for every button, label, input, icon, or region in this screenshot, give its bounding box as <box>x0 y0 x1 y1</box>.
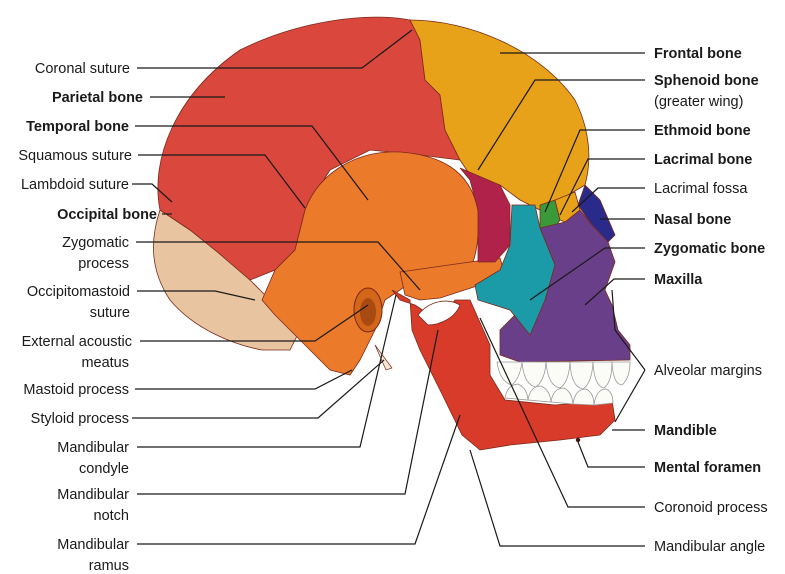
label-coronoid-process: Coronoid process <box>654 500 768 516</box>
label-frontal-bone: Frontal bone <box>654 46 742 62</box>
right-labels: Frontal bone Sphenoid bone (greater wing… <box>654 46 768 555</box>
label-sphenoid-greater-wing: (greater wing) <box>654 94 743 110</box>
label-sphenoid-bone: Sphenoid bone <box>654 73 759 89</box>
label-squamous-suture: Squamous suture <box>18 148 132 164</box>
label-parietal-bone: Parietal bone <box>52 90 143 106</box>
label-nasal-bone: Nasal bone <box>654 212 731 228</box>
label-temporal-bone: Temporal bone <box>26 119 129 135</box>
label-external-acoustic-meatus-line2: meatus <box>81 355 129 371</box>
left-labels: Coronal suture Parietal bone Temporal bo… <box>18 61 157 574</box>
label-mandibular-angle: Mandibular angle <box>654 539 765 555</box>
label-mandibular-notch: Mandibular <box>57 487 129 503</box>
leader-mandibular-angle <box>470 450 645 546</box>
label-lambdoid-suture: Lambdoid suture <box>21 177 129 193</box>
label-occipitomastoid-suture-line2: suture <box>90 305 130 321</box>
label-zygomatic-process: Zygomatic <box>62 235 129 251</box>
label-alveolar-margins: Alveolar margins <box>654 363 762 379</box>
label-coronal-suture: Coronal suture <box>35 61 130 77</box>
label-maxilla: Maxilla <box>654 272 703 288</box>
label-external-acoustic-meatus: External acoustic <box>22 334 132 350</box>
leader-mandibular-ramus <box>137 415 460 544</box>
label-lacrimal-fossa: Lacrimal fossa <box>654 181 748 197</box>
label-mandible: Mandible <box>654 423 717 439</box>
label-lacrimal-bone: Lacrimal bone <box>654 152 752 168</box>
label-mastoid-process: Mastoid process <box>23 382 129 398</box>
label-mental-foramen: Mental foramen <box>654 460 761 476</box>
label-ethmoid-bone: Ethmoid bone <box>654 123 751 139</box>
ear-canal-opening <box>360 298 376 326</box>
label-zygomatic-process-line2: process <box>78 256 129 272</box>
label-mandibular-ramus: Mandibular <box>57 537 129 553</box>
label-styloid-process: Styloid process <box>31 411 129 427</box>
leader-mastoid-process <box>135 370 352 389</box>
leader-mental-foramen <box>578 442 645 467</box>
mental-foramen-dot <box>576 438 580 442</box>
label-mandibular-condyle: Mandibular <box>57 440 129 456</box>
label-mandibular-notch-line2: notch <box>94 508 129 524</box>
leader-mandibular-notch <box>137 330 438 494</box>
label-occipitomastoid-suture: Occipitomastoid <box>27 284 130 300</box>
label-occipital-bone: Occipital bone <box>57 207 157 223</box>
label-mandibular-condyle-line2: condyle <box>79 461 129 477</box>
label-zygomatic-bone: Zygomatic bone <box>654 241 765 257</box>
label-mandibular-ramus-line2: ramus <box>89 558 129 574</box>
